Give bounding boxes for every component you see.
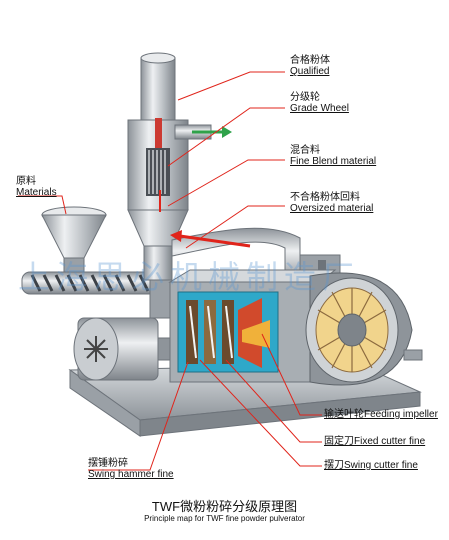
label-fixed-cutter-text: 固定刀Fixed cutter fine [324,436,426,447]
grinding-chamber [168,269,337,383]
label-qualified: 合格粉体 Qualified [290,55,330,77]
label-oversized-zh: 不合格粉体回料 [290,192,360,203]
label-materials-en: Materials [16,187,57,198]
label-qualified-en: Qualified [290,66,330,77]
swing-hammers [186,298,270,368]
label-fixed-cutter: 固定刀Fixed cutter fine [324,436,425,447]
watermark-text: 上海思必机械制造厂 [18,258,361,296]
label-materials-zh: 原料 [16,176,36,187]
feed-hopper [41,206,107,273]
screw-feeder [21,271,173,319]
flow-arrow-qualified [192,126,232,138]
label-qualified-zh: 合格粉体 [290,55,330,66]
fixed-cutters [189,305,233,359]
grade-wheel [146,148,170,196]
label-oversized: 不合格粉体回料 Oversized material [290,192,373,214]
label-grade-wheel-en: Grade Wheel [290,103,349,114]
label-oversized-en: Oversized material [290,203,374,214]
label-grade-wheel: 分级轮 Grade Wheel [290,92,349,114]
caption-subtitle: Principle map for TWF fine powder pulver… [144,514,305,523]
label-swing-hammer-zh: 摆锤粉碎 [88,458,128,469]
label-fine-blend-zh: 混合料 [290,145,320,156]
label-swing-cutter-text: 摆刀Swing cutter fine [324,460,418,471]
flow-arrow-oversized [170,230,251,248]
label-grade-wheel-zh: 分级轮 [290,92,320,103]
classifier-tower [127,52,212,281]
end-housing [305,272,423,386]
label-swing-hammer: 摆锤粉碎 Swing hammer fine [88,458,174,480]
label-materials: 原料 Materials [16,176,57,198]
fan-icon [84,336,108,362]
label-feeding-impeller: 输送叶轮Feeding impeller [324,409,438,420]
label-swing-hammer-en: Swing hammer fine [88,469,174,480]
label-fine-blend: 混合料 Fine Blend material [290,145,376,167]
label-fine-blend-en: Fine Blend material [290,156,377,167]
leader-lines [18,71,322,471]
label-swing-cutter: 摆刀Swing cutter fine [324,460,418,471]
caption-title: TWF微粉粉碎分级原理图 [151,499,298,514]
label-feeding-impeller-text: 输送叶轮Feeding impeller [324,409,438,420]
